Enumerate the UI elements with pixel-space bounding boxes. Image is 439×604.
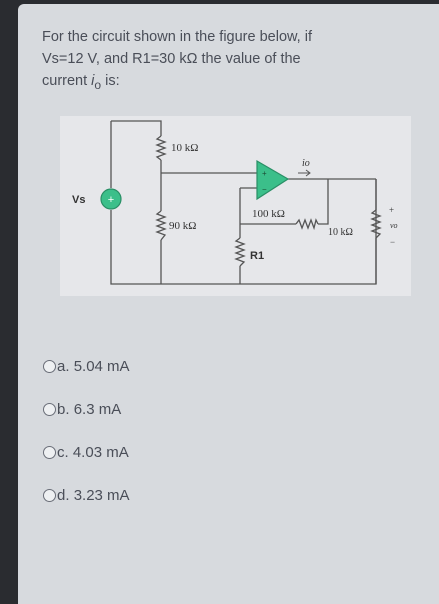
- option-d[interactable]: d. 3.23 mA: [43, 485, 130, 506]
- question-line-3: current io is:: [42, 70, 402, 96]
- vo-plus-label: +: [389, 205, 394, 215]
- question-line-3-prefix: current: [42, 73, 92, 89]
- wire-top-left: [111, 120, 162, 136]
- option-b-letter: b.: [57, 401, 70, 418]
- question-line-2: Vs=12 V, and R1=30 kΩ the value of the: [42, 51, 301, 67]
- vs-label: Vs: [72, 194, 85, 206]
- opamp-minus-label: −: [262, 185, 267, 194]
- resistor-top-icon: [155, 135, 167, 161]
- question-line-1: For the circuit shown in the figure belo…: [42, 29, 312, 45]
- opamp-icon: [256, 159, 290, 201]
- resistor-feedback-icon: [295, 218, 319, 231]
- question-text: For the circuit shown in the figure belo…: [42, 26, 402, 96]
- io-label: io: [302, 158, 310, 169]
- vo-label: vo: [390, 221, 398, 230]
- resistor-r1-icon: [234, 237, 246, 267]
- radio-button-icon[interactable]: [43, 360, 56, 373]
- resistor-mid-icon: [155, 210, 167, 241]
- option-c[interactable]: c. 4.03 mA: [43, 442, 130, 463]
- r1-label: R1: [250, 250, 264, 262]
- circuit-diagram: + + − Vs 10 kΩ 90 kΩ 100 kΩ R1 10 kΩ io …: [72, 120, 398, 285]
- option-c-text: 4.03 mA: [72, 444, 129, 461]
- vo-minus-label: −: [390, 237, 395, 247]
- r-mid-label: 90 kΩ: [169, 220, 196, 232]
- question-line-3-suffix: is:: [101, 73, 120, 89]
- wire-feedback-out: [318, 179, 329, 225]
- wire-bottom: [110, 179, 377, 285]
- option-a[interactable]: a. 5.04 mA: [43, 356, 130, 377]
- radio-button-icon[interactable]: [43, 403, 56, 416]
- source-polarity: +: [108, 194, 114, 206]
- option-b[interactable]: b. 6.3 mA: [43, 399, 130, 420]
- voltage-source-icon: [100, 188, 122, 210]
- r-feedback-label: 100 kΩ: [252, 208, 285, 220]
- r-top-label: 10 kΩ: [171, 142, 198, 154]
- option-a-letter: a.: [57, 358, 70, 375]
- option-c-letter: c.: [57, 444, 69, 461]
- quiz-card: [18, 4, 439, 604]
- r-load-label: 10 kΩ: [328, 227, 353, 238]
- option-b-text: 6.3 mA: [73, 401, 122, 418]
- circuit-figure: + + − Vs 10 kΩ 90 kΩ 100 kΩ R1 10 kΩ io …: [60, 116, 411, 296]
- opamp-plus-label: +: [262, 169, 267, 178]
- current-arrow-icon: [298, 169, 311, 177]
- option-a-text: 5.04 mA: [73, 358, 130, 375]
- option-d-text: 3.23 mA: [73, 487, 130, 504]
- current-variable: i: [91, 73, 95, 89]
- radio-button-icon[interactable]: [43, 446, 56, 459]
- option-d-letter: d.: [57, 487, 70, 504]
- resistor-load-icon: [370, 209, 382, 239]
- answer-options: a. 5.04 mA b. 6.3 mA c. 4.03 mA d. 3.23 …: [43, 356, 130, 528]
- current-subscript: o: [94, 77, 102, 92]
- radio-button-icon[interactable]: [43, 489, 56, 502]
